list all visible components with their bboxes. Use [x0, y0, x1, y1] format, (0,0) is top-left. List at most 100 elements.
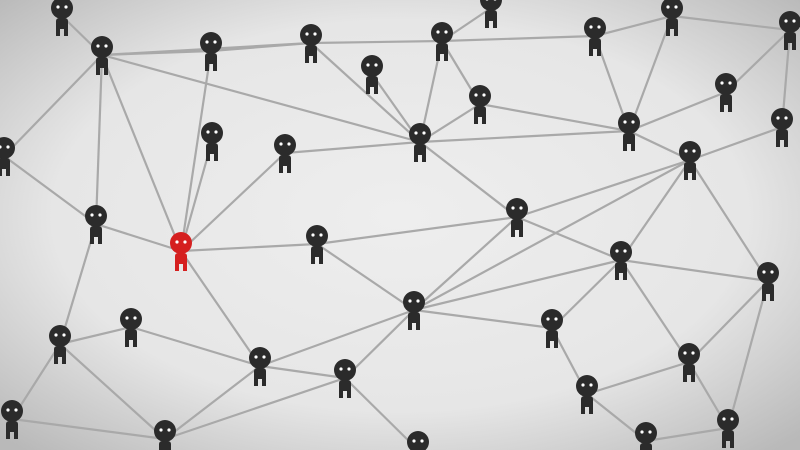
person-eye [597, 25, 601, 29]
person-eye [104, 44, 108, 48]
person-eye [159, 428, 163, 432]
connection-line [284, 140, 421, 155]
person-eye [64, 5, 68, 9]
person-eye [684, 149, 688, 153]
person-eye [14, 408, 18, 412]
person-eye [408, 299, 412, 303]
person-eye [262, 355, 266, 359]
person-eye [511, 206, 515, 210]
person [771, 108, 793, 147]
connection-line [594, 14, 673, 38]
person [1, 400, 23, 439]
person [779, 11, 800, 50]
person [300, 24, 322, 63]
person-eye [444, 30, 448, 34]
connection-line [516, 215, 622, 262]
person-eye [640, 430, 644, 434]
person-eye [175, 240, 179, 244]
connection-line [164, 365, 261, 440]
person [403, 291, 425, 330]
person [576, 375, 598, 414]
connection-line [259, 364, 346, 380]
person-eye [96, 44, 100, 48]
person-eye [474, 93, 478, 97]
person [200, 32, 222, 71]
person-eye [519, 206, 523, 210]
person-eye [546, 317, 550, 321]
connection-line [645, 426, 729, 443]
person [635, 422, 657, 450]
connection-line [726, 280, 770, 429]
connection-line [259, 308, 415, 368]
person-eye [581, 383, 585, 387]
person-eye [98, 213, 102, 217]
person-eye [54, 333, 58, 337]
connection-line [344, 309, 415, 379]
person [334, 359, 356, 398]
person-eye [722, 417, 726, 421]
person-eye [784, 19, 788, 23]
person-eye [728, 81, 732, 85]
person-eye [311, 233, 315, 237]
person [201, 122, 223, 161]
person-eye [206, 130, 210, 134]
connection-line [413, 216, 518, 311]
person [618, 112, 640, 151]
connection-line [3, 54, 103, 157]
connection-line [310, 39, 443, 45]
connection-line [3, 155, 97, 225]
connection-line [316, 243, 415, 311]
person-eye [792, 19, 796, 23]
person [584, 17, 606, 56]
person-eye [6, 408, 10, 412]
connection-line [551, 259, 622, 329]
person [541, 309, 563, 348]
person-eye [374, 63, 378, 67]
connection-line [180, 250, 261, 367]
connection-line [620, 258, 769, 283]
person-eye [422, 131, 426, 135]
connection-line [689, 159, 769, 282]
connection-line [11, 417, 166, 441]
person-eye [784, 116, 788, 120]
person-eye [319, 233, 323, 237]
person [361, 55, 383, 94]
person-eye [420, 439, 424, 443]
person [85, 205, 107, 244]
person [431, 22, 453, 61]
connection-line [94, 54, 104, 225]
connection-line [627, 15, 674, 132]
connection-line [180, 152, 286, 252]
person-eye [339, 367, 343, 371]
connection-line [689, 125, 783, 162]
connection-line [620, 259, 690, 363]
connection-line [413, 308, 553, 330]
person-eye [589, 25, 593, 29]
connection-line [344, 377, 419, 450]
connection-line [180, 242, 318, 253]
connection-line [101, 53, 421, 144]
person-eye [366, 63, 370, 67]
connection-line [620, 159, 691, 261]
connection-line [59, 343, 166, 440]
connection-line [688, 280, 769, 363]
person-eye [623, 249, 627, 253]
connection-line [419, 141, 518, 218]
person [678, 343, 700, 382]
person [757, 262, 779, 301]
person-eye [674, 5, 678, 9]
connection-line [628, 90, 727, 133]
person [120, 308, 142, 347]
person-eye [482, 93, 486, 97]
person-eye [666, 5, 670, 9]
person [249, 347, 271, 386]
connection-line [179, 50, 213, 252]
person-eye [623, 120, 627, 124]
person [469, 85, 491, 124]
connection-line [413, 258, 622, 312]
person-eye [776, 116, 780, 120]
